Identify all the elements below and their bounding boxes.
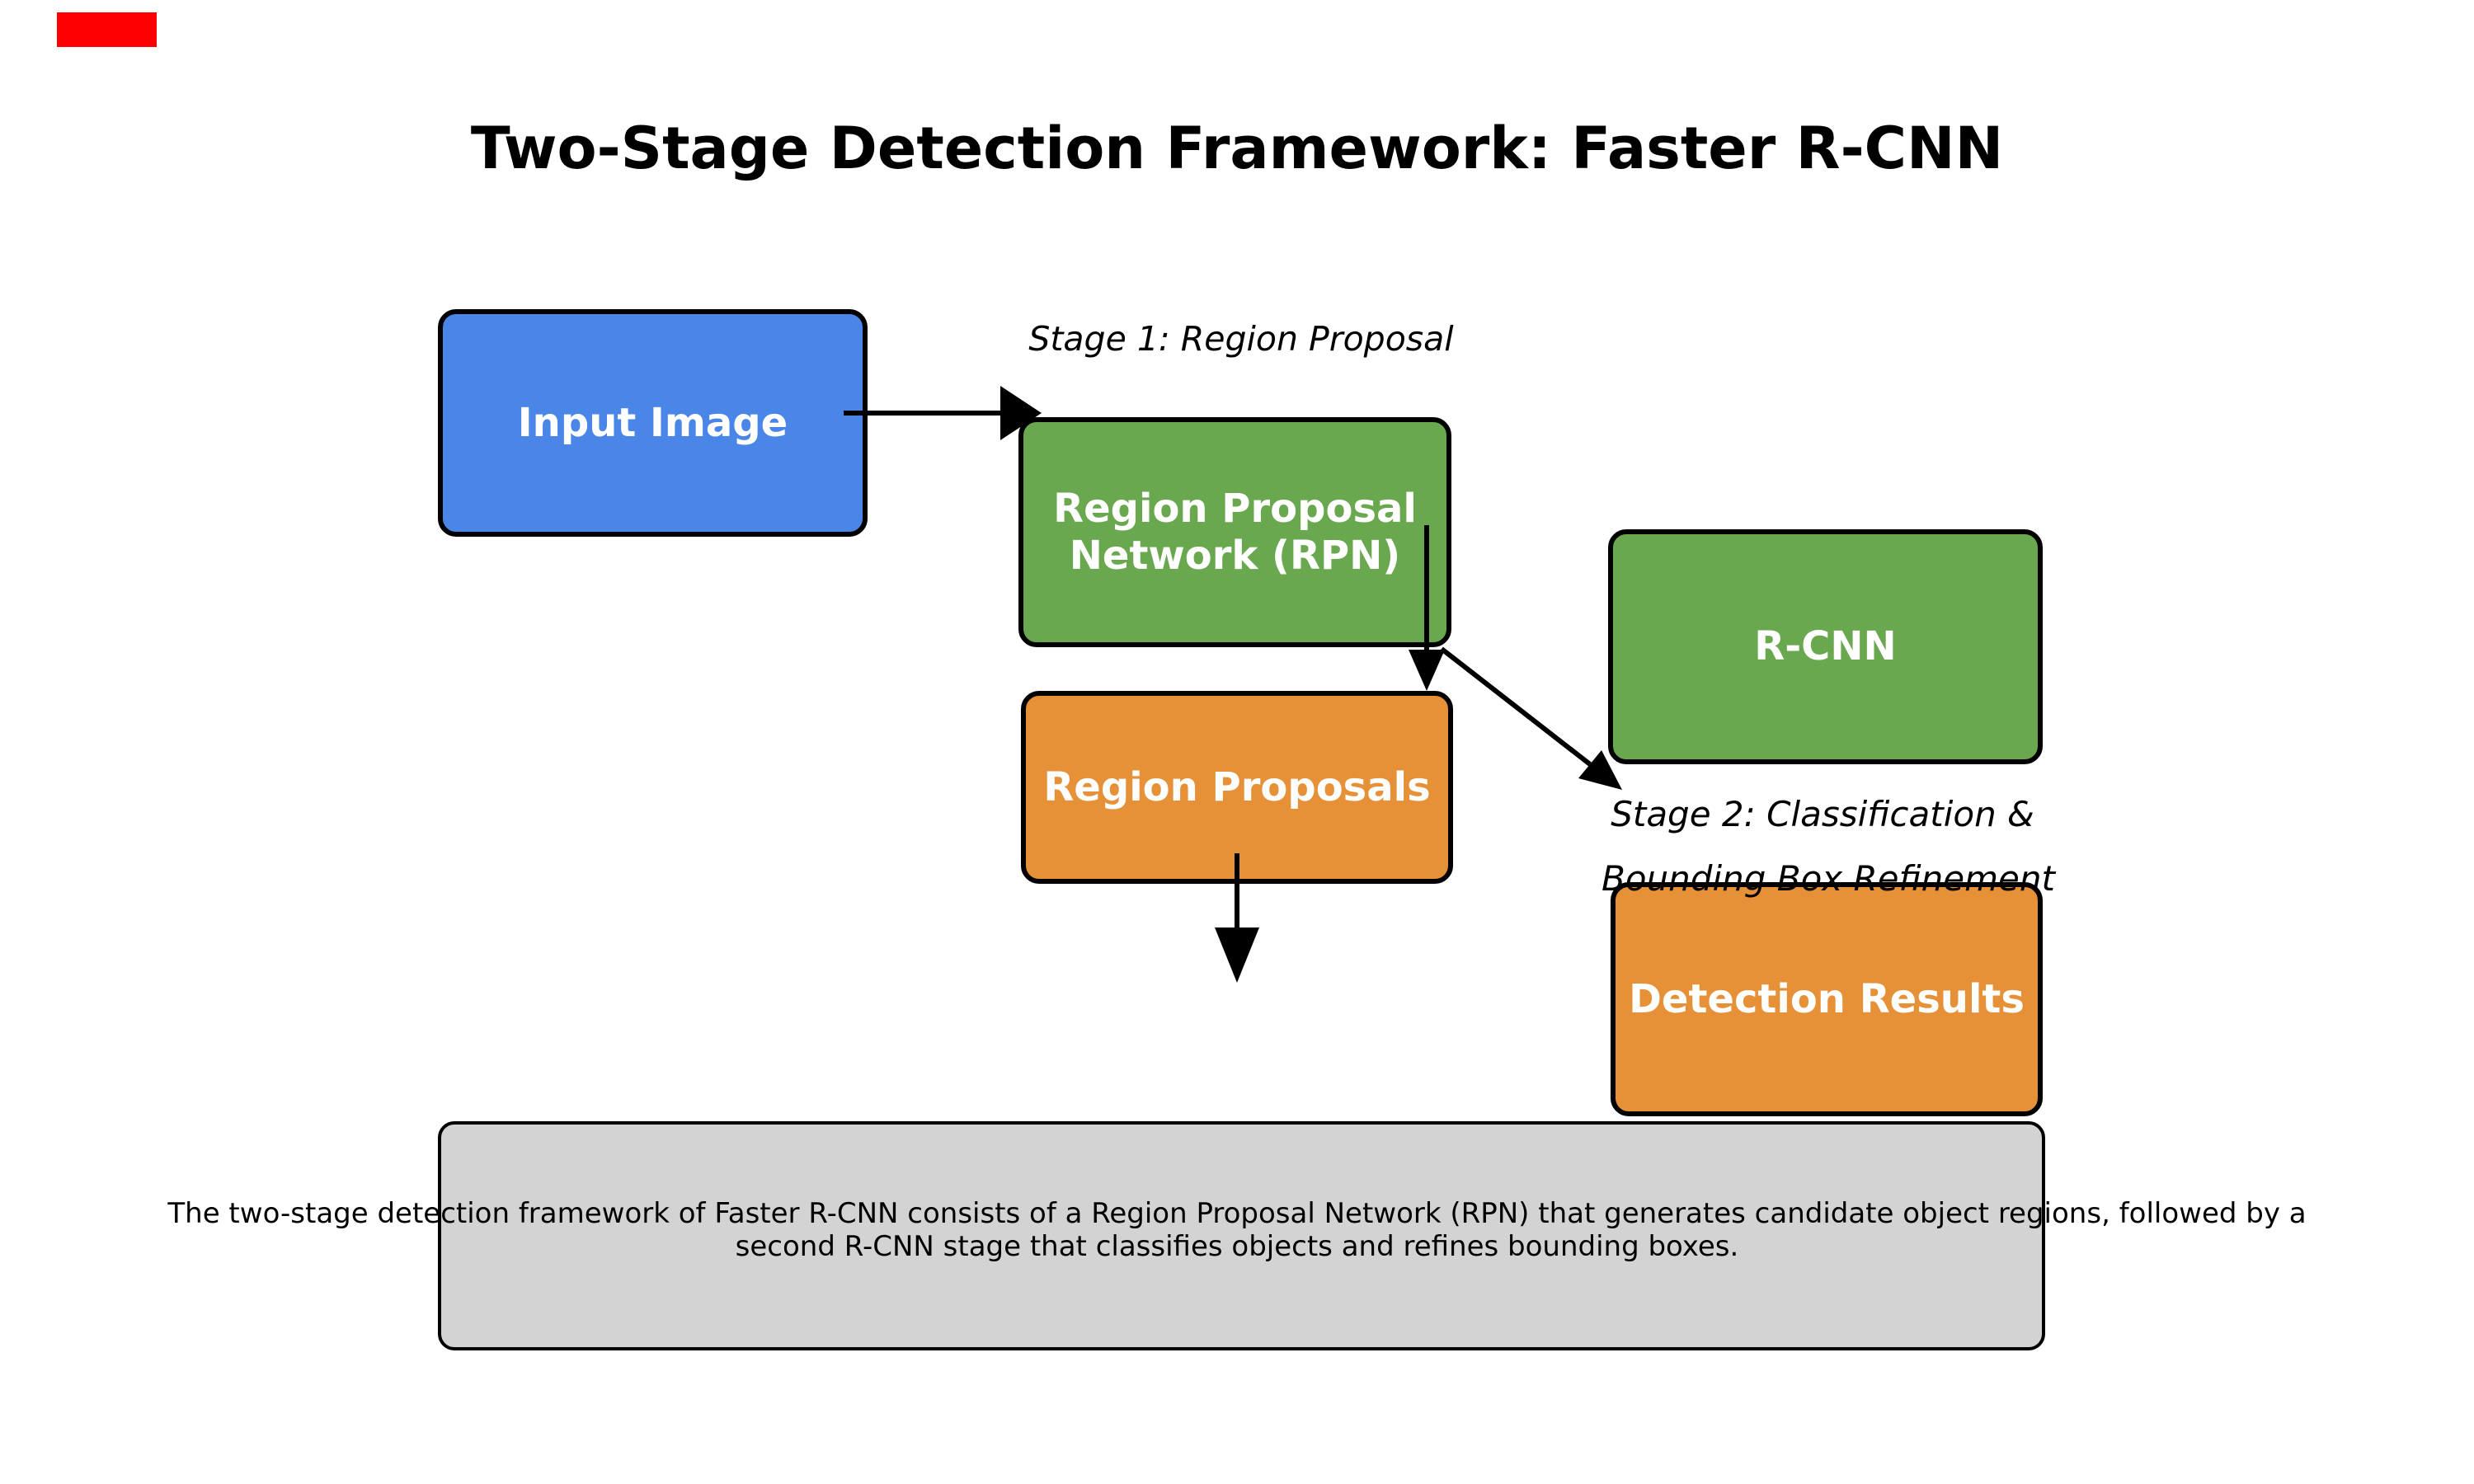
node-rpn-label: Region Proposal Network (RPN) [1053,486,1417,580]
caption-line1: The two-stage detection framework of Fas… [167,1197,2307,1230]
node-region-proposals-label: Region Proposals [1043,763,1431,810]
node-rpn-label-line1: Region Proposal [1053,485,1417,532]
arrow-rpn-to-rcnn [1440,646,1622,790]
node-detection-results: Detection Results [1611,882,2043,1116]
node-rpn: Region Proposal Network (RPN) [1018,417,1451,647]
caption-line2: second R-CNN stage that classifies objec… [735,1230,1739,1263]
stage2-label-line2: Bounding Box Refinement [1602,858,2055,899]
caption-box [438,1121,2045,1350]
stage1-label: Stage 1: Region Proposal [1028,319,1454,359]
node-rcnn: R-CNN [1608,529,2043,764]
node-input-image: Input Image [438,309,868,537]
diagram-title: Two-Stage Detection Framework: Faster R-… [470,115,2004,182]
stage2-label-line1: Stage 2: Classification & [1611,794,2034,834]
node-rcnn-label: R-CNN [1754,623,1897,669]
red-corner-marker [57,12,157,47]
caption-text: The two-stage detection framework of Fas… [0,1197,2474,1263]
arrow-input-to-rpn [844,386,1042,440]
node-region-proposals: Region Proposals [1021,691,1453,884]
node-input-image-label: Input Image [517,399,788,446]
node-detection-results-label: Detection Results [1629,975,2025,1022]
node-rpn-label-line2: Network (RPN) [1069,532,1401,579]
